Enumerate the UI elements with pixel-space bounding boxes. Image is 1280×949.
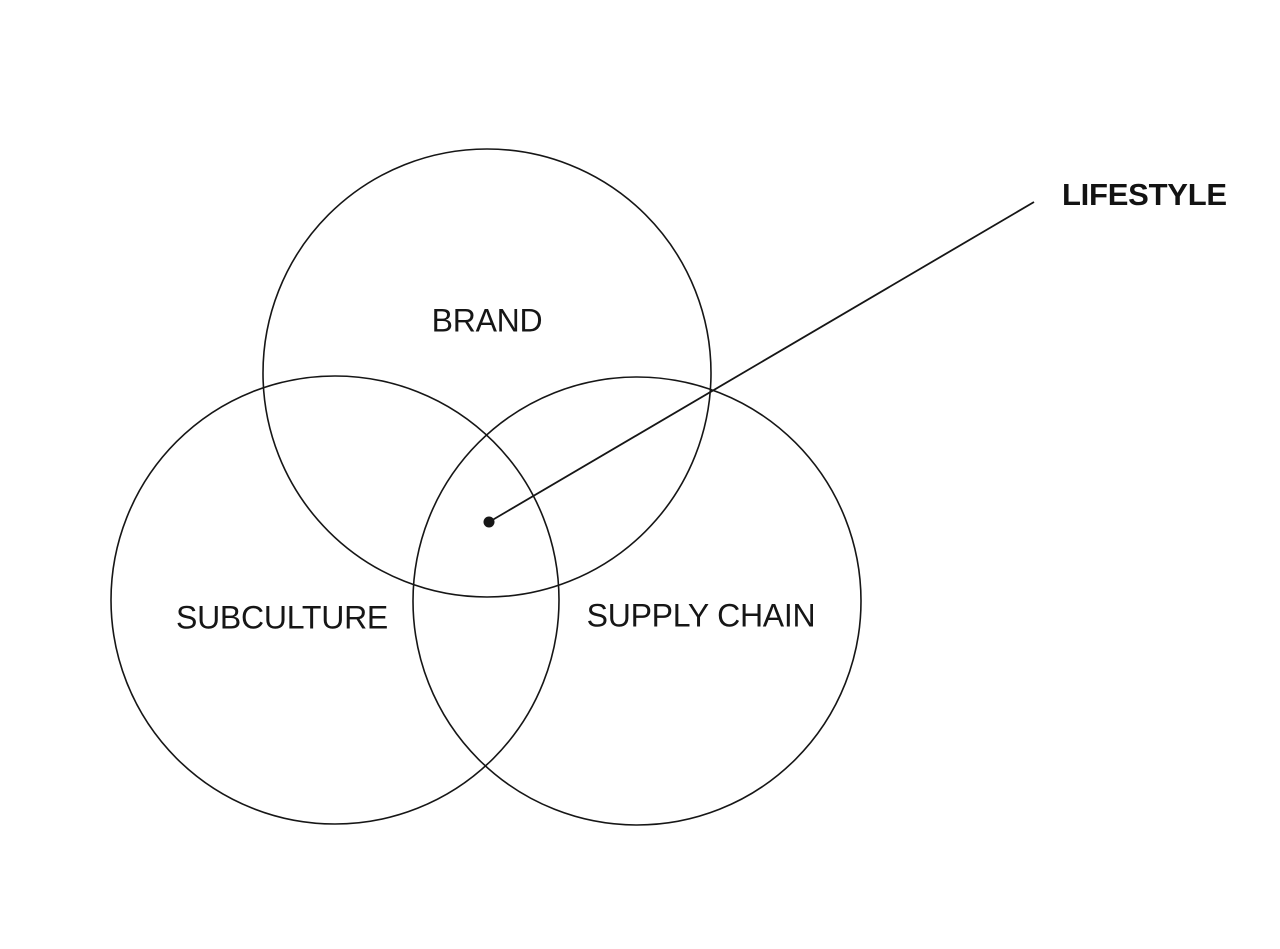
- lifestyle-annotation-label: LIFESTYLE: [1062, 177, 1227, 212]
- intersection-dot: [483, 516, 495, 528]
- brand-circle-label: BRAND: [431, 302, 543, 339]
- supply-chain-circle-label: SUPPLY CHAIN: [586, 597, 816, 634]
- subculture-circle-label: SUBCULTURE: [175, 599, 389, 636]
- brand-circle: [262, 148, 712, 598]
- subculture-circle: [110, 375, 560, 825]
- lifestyle-leader-line: [488, 201, 1035, 523]
- supply-chain-circle: [412, 376, 862, 826]
